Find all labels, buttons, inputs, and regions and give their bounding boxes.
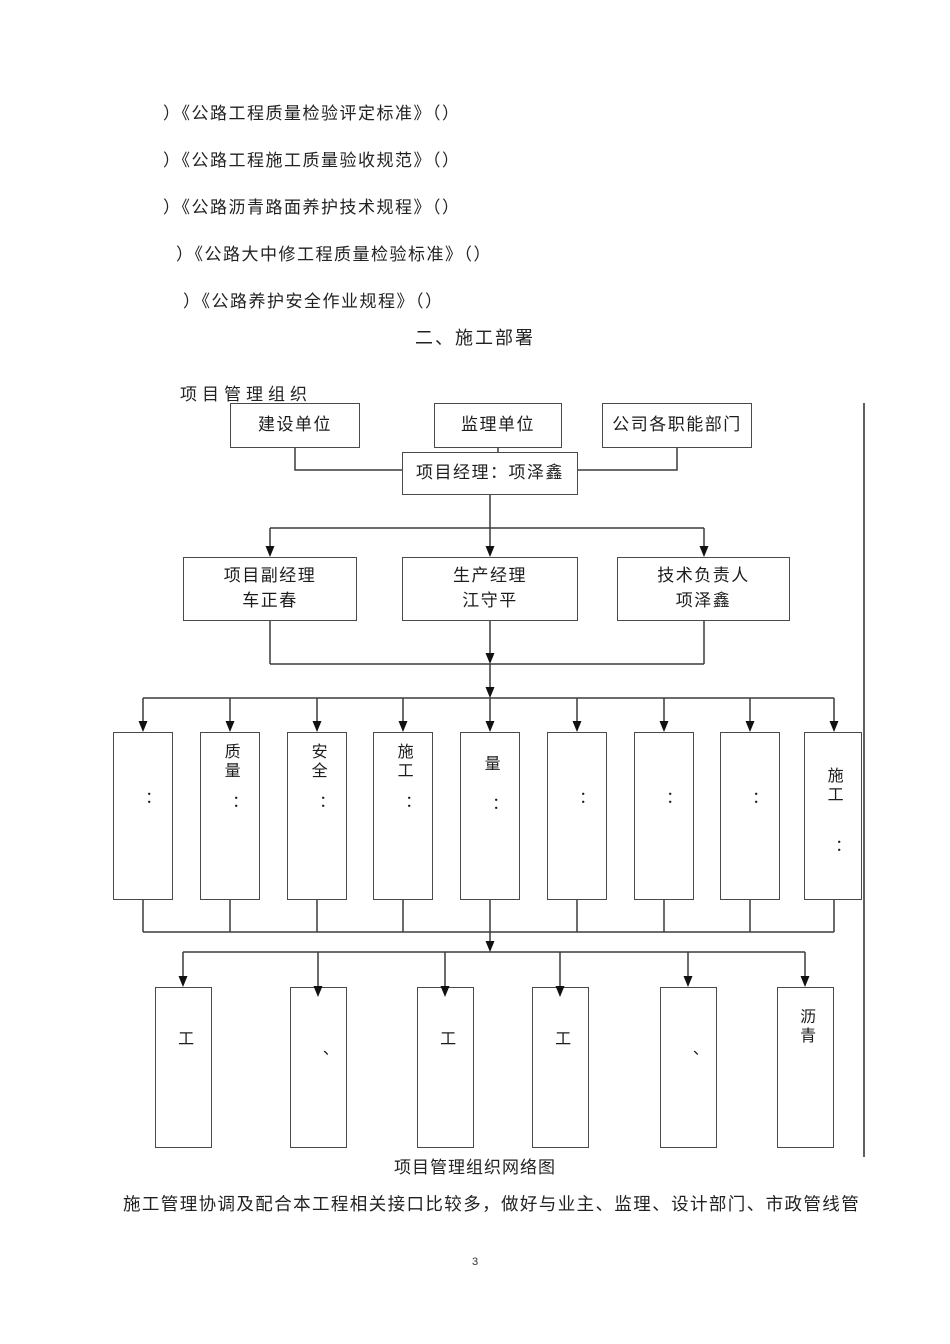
reference-item: ）《公路工程施工质量验收规范》（） — [163, 151, 461, 170]
org-box-technical-lead: 技术负责人 项泽鑫 — [617, 557, 790, 621]
dept-box-safety: 安全 ： — [287, 732, 347, 900]
org-box-name: 江守平 — [462, 591, 518, 610]
team-box-label: 工 — [437, 1030, 455, 1049]
dept-box-7: ： — [634, 732, 694, 900]
diagram-caption: 项目管理组织网络图 — [394, 1158, 556, 1177]
org-box-label: 建设单位 — [258, 415, 332, 435]
dept-box-label: 施工 — [824, 767, 842, 805]
org-box-title: 生产经理 — [453, 566, 527, 586]
org-box-label: 公司各职能部门 — [612, 415, 742, 435]
team-box-label: 、 — [310, 1050, 328, 1069]
team-box-label: 工 — [175, 1030, 193, 1049]
org-box-label: 项目经理：项泽鑫 — [416, 463, 564, 483]
dept-box-label: 安全 — [308, 743, 326, 781]
org-box-title: 技术负责人 — [657, 566, 750, 586]
dept-box-8: ： — [720, 732, 780, 900]
diagram-label: 项目管理组织 — [180, 385, 312, 404]
dept-box-label: 质量 — [221, 743, 239, 781]
org-box-construction-unit: 建设单位 — [230, 403, 360, 448]
reference-item: ）《公路工程质量检验评定标准》（） — [163, 104, 461, 123]
team-box-label: 沥青 — [797, 1008, 815, 1046]
reference-item: ）《公路养护安全作业规程》（） — [183, 292, 444, 311]
org-box-title: 项目副经理 — [223, 566, 317, 586]
dept-box-6: ： — [547, 732, 607, 900]
reference-item: ）《公路大中修工程质量检验标准》（） — [176, 245, 492, 264]
dept-box-quality: 质量 ： — [200, 732, 260, 900]
org-box-company-departments: 公司各职能部门 — [602, 403, 752, 448]
dept-box-colon: ： — [655, 791, 673, 810]
team-box-asphalt: 沥青 — [777, 987, 834, 1148]
org-box-production-manager: 生产经理 江守平 — [402, 557, 578, 621]
team-box-label: 工 — [552, 1030, 570, 1049]
dept-box-colon: ： — [568, 791, 586, 810]
org-box-supervision-unit: 监理单位 — [434, 403, 562, 448]
dept-box-construction-2: 施工 ： — [804, 732, 862, 900]
dept-box-measure: 量 ： — [460, 732, 520, 900]
team-box-4: 工 — [532, 987, 589, 1148]
org-box-label: 监理单位 — [461, 415, 535, 435]
dept-box-colon: ： — [741, 791, 759, 810]
reference-item: ）《公路沥青路面养护技术规程》（） — [163, 198, 461, 217]
team-box-2: 、 — [290, 987, 347, 1148]
dept-box-label: 施工 — [394, 743, 412, 781]
dept-box-colon: ： — [308, 795, 326, 814]
page-number: 3 — [471, 1256, 479, 1268]
dept-box-colon: ： — [394, 795, 412, 814]
team-box-5: 、 — [660, 987, 717, 1148]
org-box-name: 项泽鑫 — [675, 591, 732, 610]
body-paragraph: 施工管理协调及配合本工程相关接口比较多，做好与业主、监理、设计部门、市政管线管 — [123, 1194, 861, 1214]
dept-box-1: ： — [113, 732, 173, 900]
dept-box-colon: ： — [134, 791, 152, 810]
dept-box-colon: ： — [481, 797, 499, 816]
section-title: 二、施工部署 — [415, 328, 535, 348]
org-box-project-manager: 项目经理：项泽鑫 — [402, 452, 578, 495]
org-box-name: 车正春 — [242, 591, 298, 610]
dept-box-colon: ： — [221, 795, 239, 814]
dept-box-colon: ： — [824, 839, 842, 858]
dept-box-label: 量 — [481, 755, 499, 774]
org-box-deputy-manager: 项目副经理 车正春 — [183, 557, 357, 621]
team-box-label: 、 — [680, 1050, 698, 1069]
team-box-1: 工 — [155, 987, 212, 1148]
dept-box-construction: 施工 ： — [373, 732, 433, 900]
team-box-3: 工 — [417, 987, 474, 1148]
